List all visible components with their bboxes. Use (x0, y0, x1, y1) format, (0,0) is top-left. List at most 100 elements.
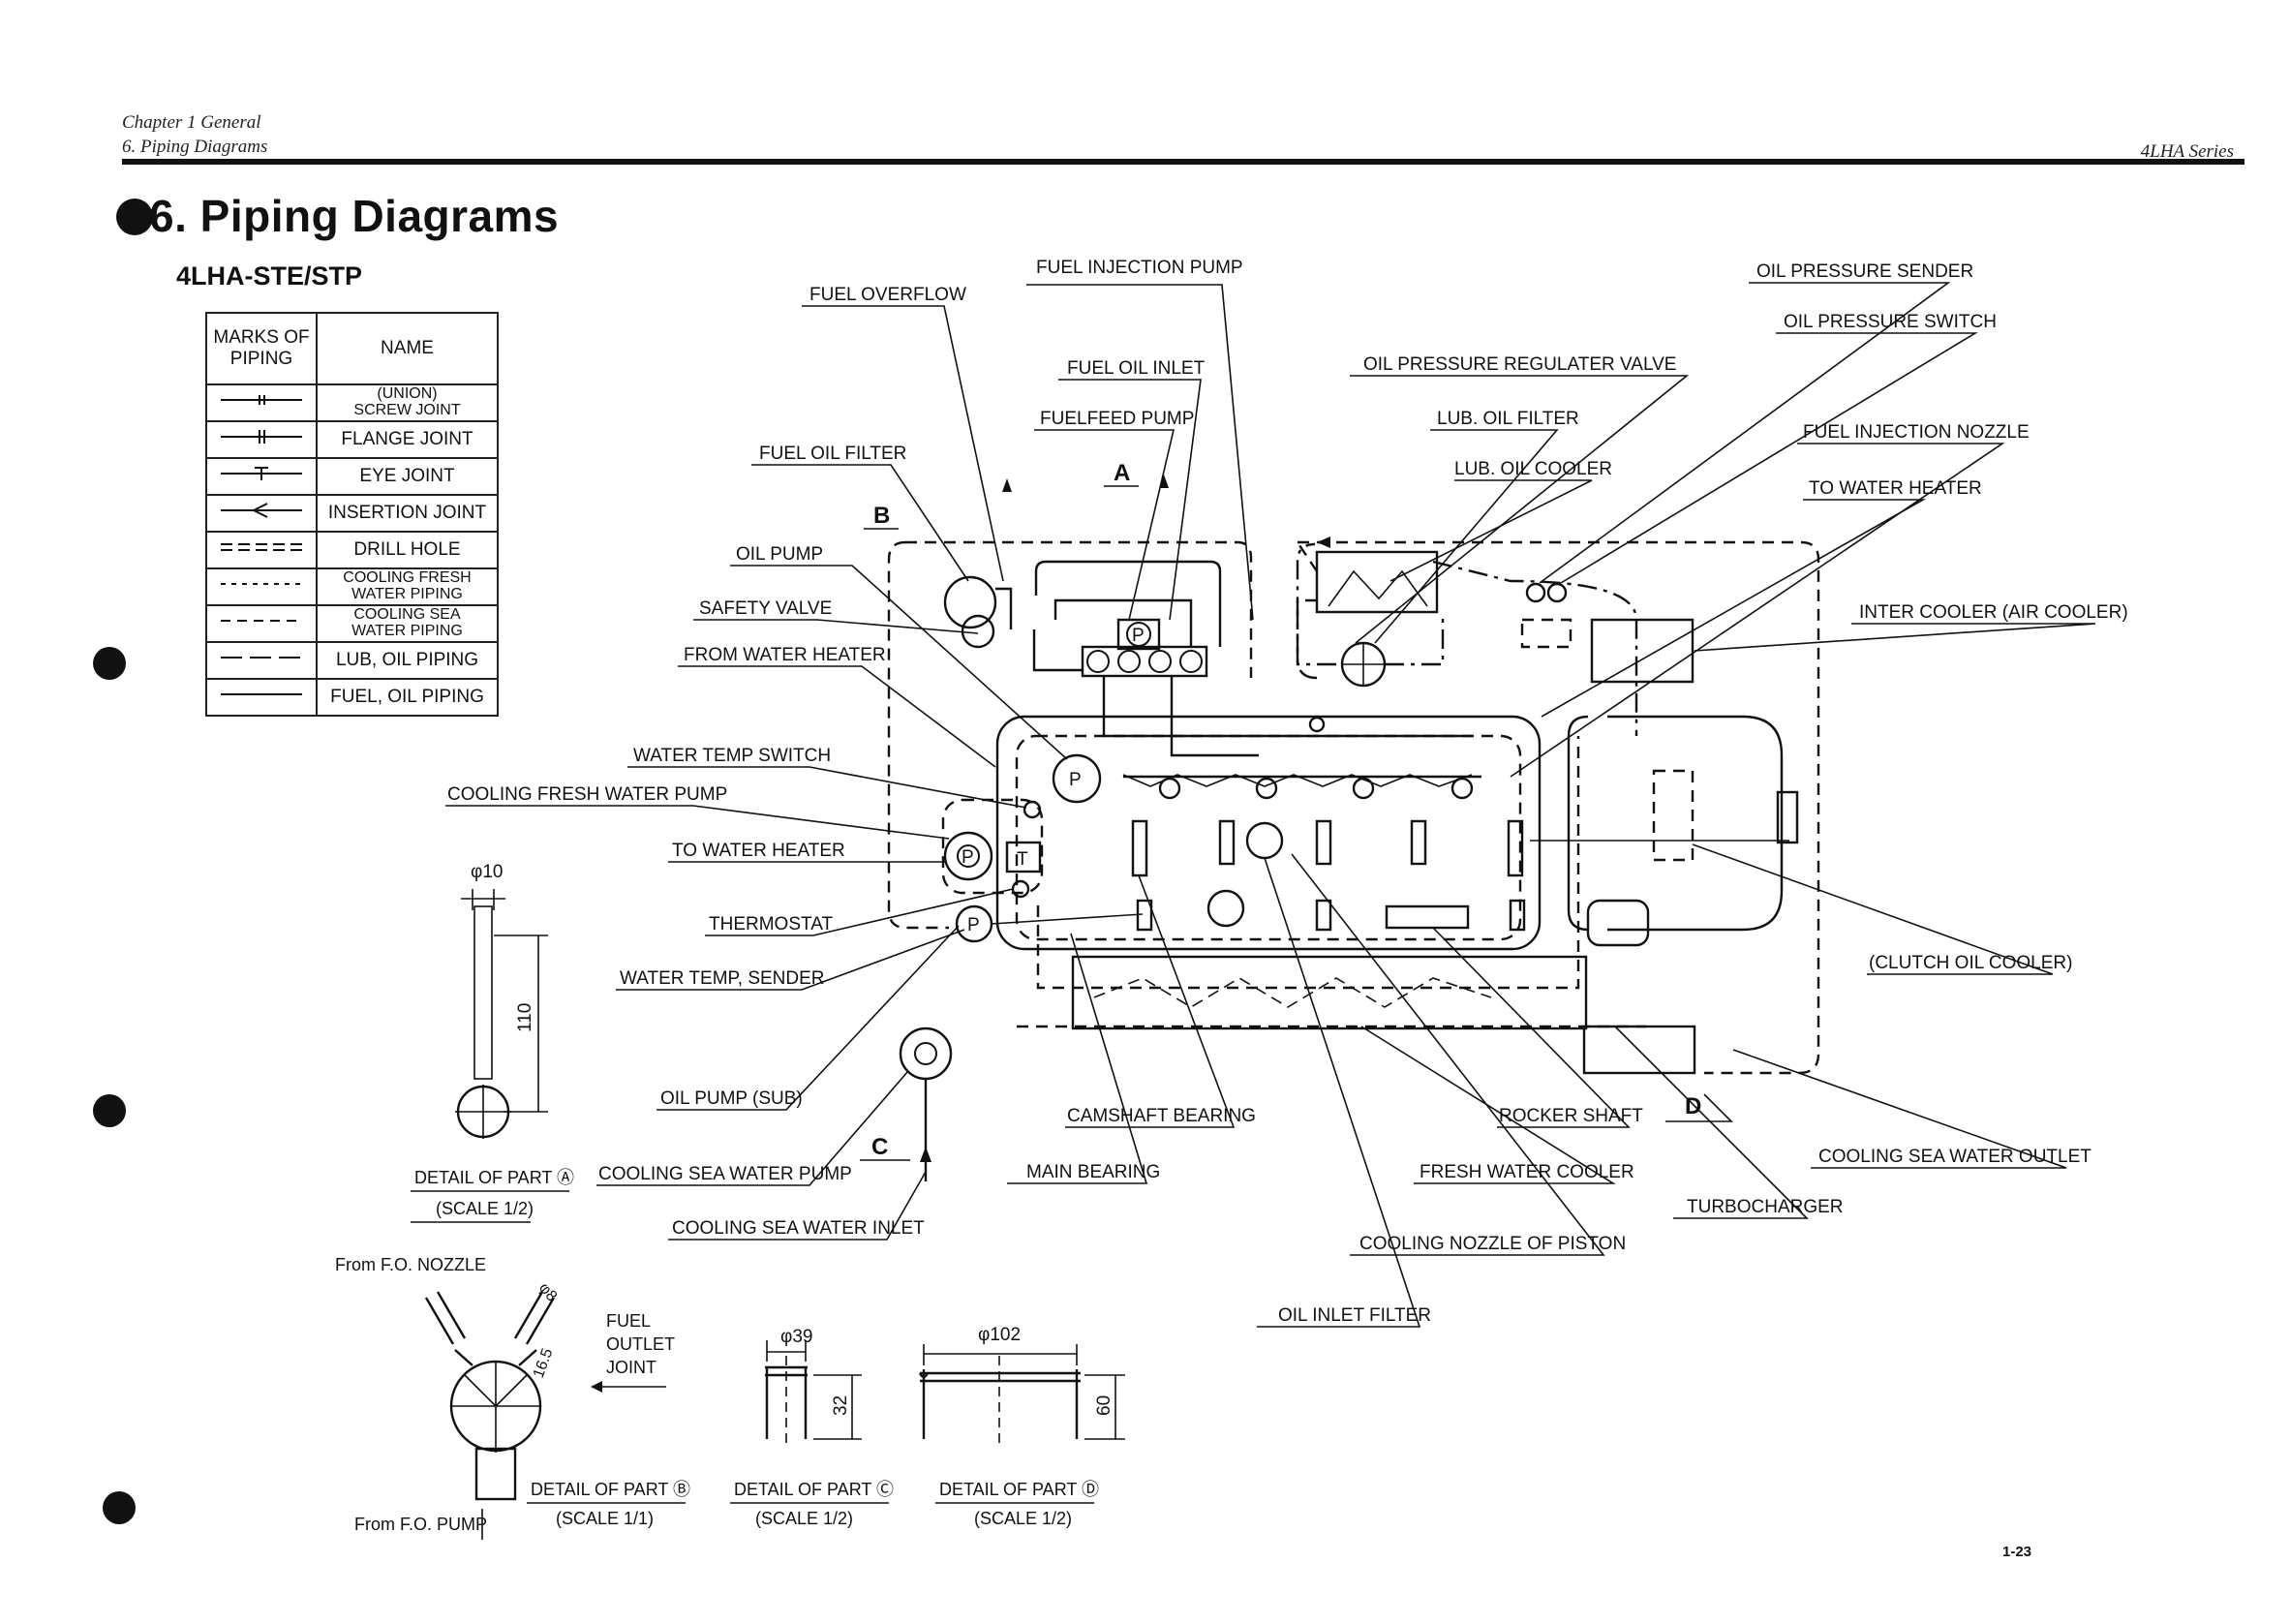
legend-mark (205, 641, 318, 680)
leader-line (730, 565, 1068, 760)
sea-water-pipe (905, 540, 1253, 678)
lub-oil-pipe (1385, 612, 1445, 666)
leader-line (751, 464, 969, 582)
leader-line (693, 619, 979, 634)
label-clutch-oil-cooler: (CLUTCH OIL COOLER) (1869, 953, 2072, 973)
detail-b-fuel-label: JOINT (606, 1358, 656, 1377)
leader-line (668, 1171, 927, 1241)
main-bearing (1315, 899, 1332, 932)
legend-name-line: COOLING SEA (353, 606, 461, 624)
fuel-pipe (995, 587, 1013, 629)
marker-a: A (1114, 460, 1130, 486)
flange-joint-mark-icon (221, 430, 302, 444)
oil-pressure-sender-icon (1525, 582, 1546, 603)
bearing (1218, 819, 1236, 866)
flow-arrow-icon (1317, 536, 1330, 548)
title-bullet-icon (116, 199, 153, 235)
lub-oil-pipe (1296, 542, 1318, 680)
detail-d-title: DETAIL OF PART Ⓓ (939, 1480, 1099, 1499)
label-oil-pressure-switch: OIL PRESSURE SWITCH (1784, 312, 1997, 332)
legend-mark (205, 494, 318, 533)
binder-hole-icon (103, 1491, 136, 1524)
piping-marks-legend: MARKS OF PIPING NAME (UNION)SCREW JOINT … (205, 312, 499, 717)
binder-hole-icon (93, 1094, 126, 1127)
label-fuel-overflow: FUEL OVERFLOW (809, 285, 966, 305)
legend-header-row: MARKS OF PIPING NAME (205, 312, 499, 385)
detail-b-from-nozzle: From F.O. NOZZLE (335, 1255, 486, 1274)
legend-name-line: SCREW JOINT (353, 402, 461, 418)
leader-line (1291, 853, 1605, 1256)
leader-line (1560, 332, 1978, 584)
model-subtitle: 4LHA-STE/STP (176, 261, 363, 291)
detail-c: φ39 32 DETAIL OF PART Ⓒ (SCALE 1/2) (730, 1327, 894, 1528)
detail-b-arm (454, 1349, 537, 1366)
leader-line (1539, 282, 1951, 584)
label-oil-pressure-regulater-valve: OIL PRESSURE REGULATER VALVE (1363, 354, 1676, 375)
label-fuel-oil-filter: FUEL OIL FILTER (759, 444, 906, 464)
label-fuel-oil-inlet: FUEL OIL INLET (1067, 358, 1206, 379)
label-to-water-heater-left: TO WATER HEATER (672, 841, 845, 861)
lub-oil-cooler (1315, 550, 1439, 614)
leader-line (1732, 1049, 2067, 1169)
label-fresh-water-cooler: FRESH WATER COOLER (1420, 1162, 1634, 1182)
eye-joint-mark-icon (221, 467, 302, 480)
oil-strainer (1206, 889, 1245, 928)
leader-line (1058, 379, 1202, 621)
leader-line (656, 925, 960, 1111)
pump-centre (914, 1042, 937, 1065)
label-camshaft-bearing: CAMSHAFT BEARING (1067, 1106, 1256, 1126)
oil-pressure-switch-icon (1546, 582, 1568, 603)
label-lub-oil-filter: LUB. OIL FILTER (1437, 409, 1579, 429)
legend-mark (205, 604, 318, 643)
insertion-joint-mark-icon (221, 503, 302, 518)
detail-c-scale: (SCALE 1/2) (755, 1509, 853, 1528)
regulator-valve-icon (1308, 716, 1326, 733)
legend-row: FLANGE JOINT (205, 420, 499, 459)
sea-water-mark-icon (221, 620, 302, 622)
detail-c-title: DETAIL OF PART Ⓒ (734, 1480, 894, 1499)
legend-col-marks: MARKS OF PIPING (205, 312, 318, 385)
label-oil-inlet-filter: OIL INLET FILTER (1278, 1305, 1431, 1326)
leader-lines (445, 282, 2096, 1328)
leader-line (1541, 499, 1927, 718)
marker-b: B (873, 503, 890, 529)
lub-oil-mark-icon (221, 657, 302, 659)
label-cooling-sea-water-pump: COOLING SEA WATER PUMP (598, 1164, 852, 1184)
legend-name: INSERTION JOINT (316, 494, 499, 533)
bearing (1507, 819, 1524, 877)
detail-b-arm (513, 1291, 556, 1345)
engine-block (995, 715, 1542, 951)
detail-b-fuel-label: FUEL (606, 1311, 651, 1331)
detail-b-stem (474, 1447, 517, 1501)
label-fuelfeed-pump: FUELFEED PUMP (1040, 409, 1194, 429)
lub-oil-pipe (1296, 598, 1336, 666)
legend-mark (205, 457, 318, 496)
drill-hole-mark-icon (221, 543, 302, 551)
detail-c-body (765, 1365, 808, 1439)
dimension-line (813, 1374, 862, 1440)
leader-line (705, 888, 1014, 936)
leader-line (1026, 284, 1254, 621)
pump-mark: P (967, 915, 980, 935)
label-inter-cooler: INTER COOLER (AIR COOLER) (1859, 602, 2128, 623)
label-oil-pump: OIL PUMP (736, 544, 823, 565)
legend-name-line: WATER PIPING (351, 586, 463, 602)
detail-b-scale: (SCALE 1/1) (556, 1509, 654, 1528)
leader-line (1257, 857, 1421, 1328)
legend-name: (UNION)SCREW JOINT (316, 383, 499, 422)
label-safety-valve: SAFETY VALVE (699, 598, 832, 619)
fuel-injection-pump-body (1081, 645, 1208, 678)
pump-centre (957, 844, 980, 868)
leader-line (1694, 623, 2096, 652)
leader-line (616, 929, 965, 991)
label-rocker-shaft: ROCKER SHAFT (1499, 1106, 1643, 1126)
dimension-line (766, 1340, 807, 1362)
page-title: 6. Piping Diagrams (116, 190, 559, 242)
thermostat-mark: T (1017, 849, 1028, 870)
cooler-tubes (1093, 977, 1492, 1008)
leader-line (678, 665, 996, 768)
label-from-water-heater: FROM WATER HEATER (684, 645, 886, 665)
part-markers: A B C D (860, 460, 1733, 1161)
